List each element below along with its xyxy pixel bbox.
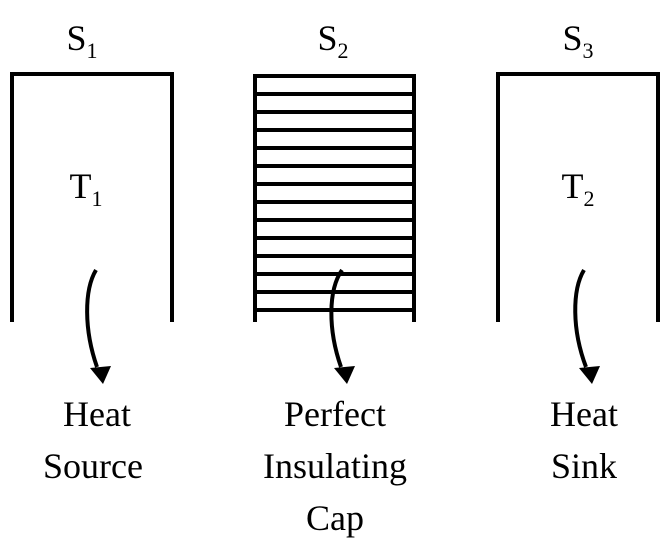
insulation-hatching [253, 74, 416, 322]
caption-s1-line1: Heat [63, 394, 131, 434]
container-s3-walls [496, 72, 660, 322]
container-s1-label: S1 [66, 18, 97, 63]
caption-s1-line2: Source [43, 446, 143, 486]
heat-flow-arrow-s3 [573, 268, 600, 384]
caption-s2-line3: Cap [306, 498, 364, 538]
container-s3: S3 T2 Heat Sink [496, 18, 660, 486]
caption-s3-line2: Sink [551, 446, 617, 486]
container-s1: S1 T1 Heat Source [10, 18, 174, 486]
caption-s2-line2: Insulating [263, 446, 407, 486]
temperature-t1-label: T1 [70, 166, 103, 211]
container-s2-label: S2 [317, 18, 348, 63]
container-s1-walls [10, 72, 174, 322]
heat-flow-arrow-s2 [329, 268, 355, 384]
temperature-t2-label: T2 [562, 166, 595, 211]
caption-s3-line1: Heat [550, 394, 618, 434]
container-s3-label: S3 [562, 18, 593, 63]
caption-s2-line1: Perfect [284, 394, 386, 434]
heat-flow-arrow-s1 [85, 268, 111, 384]
container-s2: S2 [253, 18, 416, 538]
